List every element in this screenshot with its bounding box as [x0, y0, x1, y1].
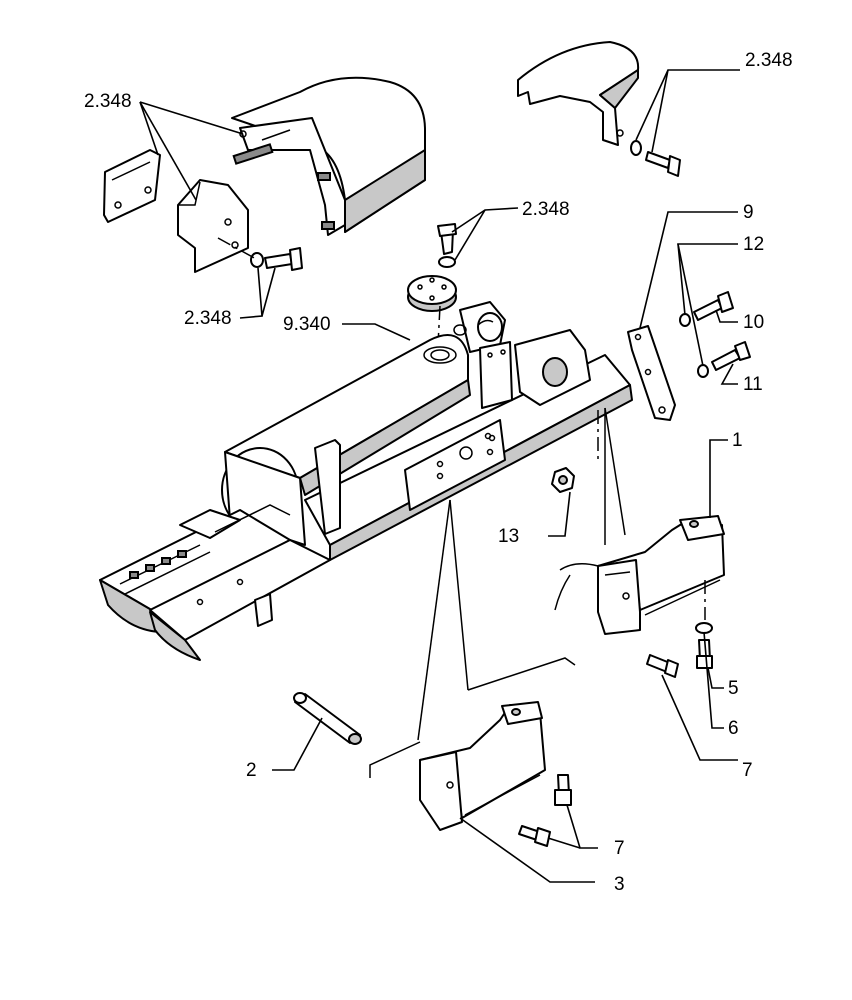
link-bracket	[627, 325, 676, 421]
bolt-7-lower-b	[518, 825, 551, 847]
label-part-6: 6	[728, 718, 739, 739]
right-guard	[517, 41, 681, 177]
label-part-9: 9	[743, 202, 754, 223]
bolt-10	[679, 291, 734, 327]
bolt-11	[697, 341, 751, 378]
leader-lines	[139, 69, 740, 883]
pin-2	[293, 692, 362, 745]
left-guard-bracket	[177, 179, 249, 273]
label-part-2: 2	[246, 760, 257, 781]
label-part-3: 3	[614, 874, 625, 895]
left-guard-bolt	[217, 237, 303, 271]
label-part-5: 5	[728, 678, 739, 699]
label-part-7-upper: 7	[742, 760, 753, 781]
label-part-13: 13	[498, 526, 519, 547]
bolt-7-lower-a	[554, 774, 572, 806]
support-block-lower	[369, 701, 546, 831]
label-part-1: 1	[732, 430, 743, 451]
label-part-7-lower: 7	[614, 838, 625, 859]
label-ref-left-bolt: 2.348	[184, 308, 232, 329]
label-ref-frame: 9.340	[283, 314, 331, 335]
left-guard-plate	[103, 149, 161, 223]
bolt-7-upper	[646, 654, 679, 678]
washer-6	[695, 622, 713, 634]
label-ref-top-right: 2.348	[745, 50, 793, 71]
support-block-right	[554, 515, 725, 635]
guide-lines	[417, 407, 626, 741]
left-guard-cover	[231, 76, 426, 236]
main-frame	[99, 301, 633, 661]
label-ref-center: 2.348	[522, 199, 570, 220]
center-cap-plate	[407, 223, 457, 346]
label-part-12: 12	[743, 234, 764, 255]
label-ref-top-left: 2.348	[84, 91, 132, 112]
label-part-11: 11	[743, 374, 763, 395]
nut-13	[551, 467, 575, 493]
label-part-10: 10	[743, 312, 764, 333]
bolt-5	[696, 639, 713, 669]
